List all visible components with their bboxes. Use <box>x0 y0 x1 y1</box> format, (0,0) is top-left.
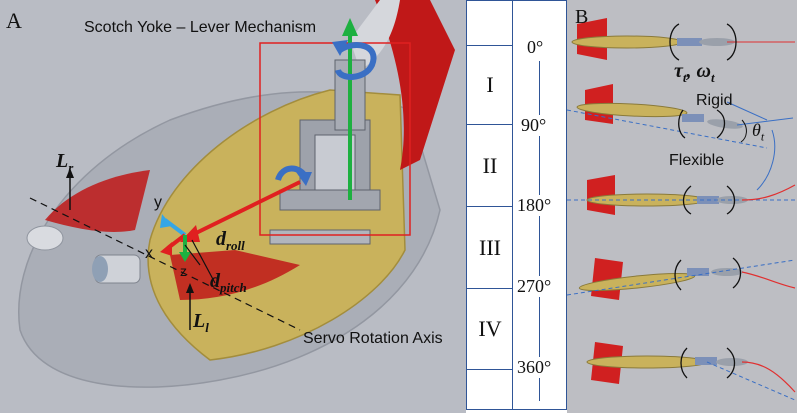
servo-axis-label: Servo Rotation Axis <box>303 330 443 347</box>
servo-face <box>92 256 108 282</box>
tail-pose-0 <box>571 18 795 61</box>
axis-z-label: z <box>180 263 187 279</box>
phase-cell-4: IV <box>467 289 513 370</box>
axis-y-label: y <box>154 194 162 211</box>
panel-a-letter: A <box>6 8 22 33</box>
angle-180: 180° <box>515 195 554 216</box>
z-axis-head <box>179 252 191 262</box>
guide-rail <box>269 229 371 245</box>
angle-column: 0° 90° 180° 270° 360° <box>512 0 567 410</box>
lift-right-label: Lr <box>56 150 74 175</box>
lift-right-head <box>66 168 74 178</box>
rigid-label: Rigid <box>696 92 733 109</box>
y-axis-head <box>160 214 172 228</box>
x-axis-head <box>160 242 172 256</box>
servo-rotation-head <box>296 172 312 186</box>
theta-arc <box>740 119 747 143</box>
lift-left-label: Ll <box>193 310 209 335</box>
tail-sequence-drawing <box>567 18 796 401</box>
tail-pose-90 <box>567 84 794 149</box>
yoke-rotation-head <box>332 40 348 56</box>
axis-x-label: x <box>145 245 153 262</box>
mechanism-render <box>18 0 455 388</box>
panel-b-tail-sequence: B τt, ωt Rigid Flexible θt <box>567 0 797 413</box>
angle-0: 0° <box>525 37 546 58</box>
lift-left-head <box>186 283 194 293</box>
tail-pose-270 <box>567 257 796 300</box>
phase-column: I II III IV <box>466 0 513 410</box>
yoke-rotation-arrow <box>335 42 377 80</box>
flexible-pointer <box>756 129 776 191</box>
nozzle <box>26 225 64 251</box>
theta-label: θt <box>752 120 765 144</box>
d-pitch-line <box>184 244 201 266</box>
lower-fin <box>170 250 300 300</box>
angle-360: 360° <box>515 357 554 378</box>
d-roll-line <box>191 239 216 284</box>
phase-cell-3: III <box>467 207 513 289</box>
torque-omega-label: τt, ωt <box>674 60 715 85</box>
tail-pose-180 <box>567 175 796 215</box>
yoke-arrow-head <box>342 18 358 36</box>
phase-cell-2: II <box>467 125 513 207</box>
phase-cell-1: I <box>467 46 513 125</box>
angle-axis-line <box>539 61 540 401</box>
upper-tail-rod <box>350 0 400 70</box>
drive-shaft-arrow <box>189 180 301 238</box>
rigid-pointer <box>726 101 768 121</box>
d-roll-label: droll <box>216 228 245 253</box>
tail-pose-360 <box>586 342 796 401</box>
flexible-label: Flexible <box>669 152 725 169</box>
angle-90: 90° <box>519 115 549 136</box>
d-pitch-label: dpitch <box>210 270 247 295</box>
base-plate <box>279 189 381 211</box>
servo-rotation-axis <box>29 197 301 331</box>
phase-table: I II III IV 0° 90° 180° 270° 360° <box>466 0 567 413</box>
panel-b-letter: B <box>575 6 589 28</box>
left-fin <box>45 170 150 232</box>
mechanism-title: Scotch Yoke – Lever Mechanism <box>84 19 317 36</box>
panel-a-cad-render: A Scotch Yoke – Lever Mechanism Servo Ro… <box>0 0 466 413</box>
angle-270: 270° <box>515 276 554 297</box>
phase-cell-empty-top <box>467 1 513 46</box>
